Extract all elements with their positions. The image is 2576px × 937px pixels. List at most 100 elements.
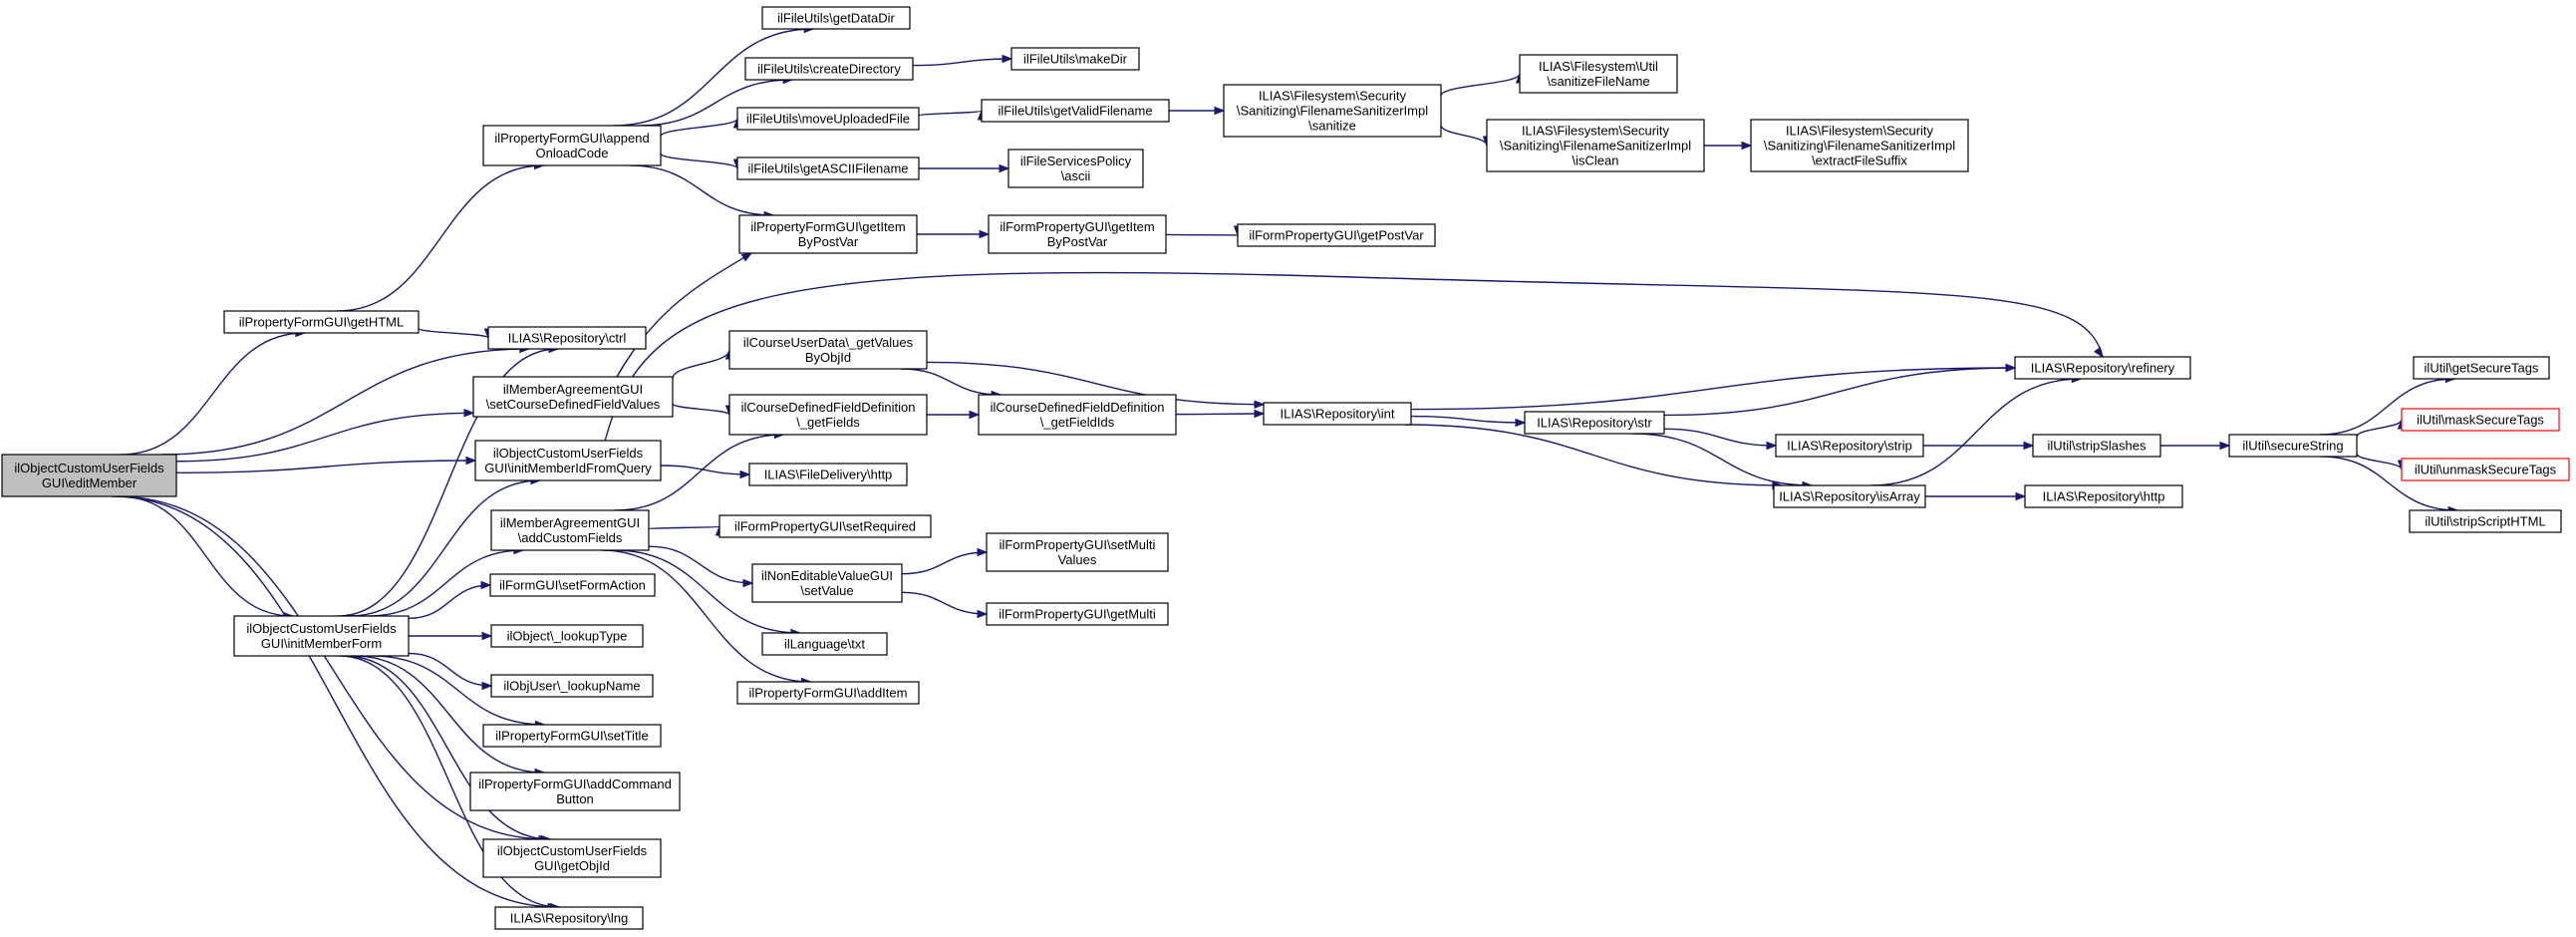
- node-fsp-ascii[interactable]: ilFileServicesPolicy\ascii: [1007, 149, 1144, 188]
- node-lang-txt[interactable]: ilLanguage\txt: [761, 632, 888, 656]
- node-ocuf-initform[interactable]: ilObjectCustomUserFieldsGUI\initMemberFo…: [233, 615, 410, 657]
- node-fpg-setrequired[interactable]: ilFormPropertyGUI\setRequired: [718, 514, 932, 538]
- edge-mag-addcustom-to-nev-setvalue-arrowhead: [742, 578, 754, 588]
- node-fd-http[interactable]: ILIAS\FileDelivery\http: [748, 463, 908, 486]
- node-mag-setcourse[interactable]: ilMemberAgreementGUI\setCourseDefinedFie…: [472, 376, 674, 418]
- node-pfg-additem[interactable]: ilPropertyFormGUI\addItem: [736, 681, 920, 705]
- node-fu-moveupl[interactable]: ilFileUtils\moveUploadedFile: [736, 107, 920, 131]
- node-util-getsecure[interactable]: ilUtil\getSecureTags: [2413, 356, 2550, 380]
- node-label-line: ilCourseDefinedFieldDefinition: [741, 400, 916, 415]
- node-label-line: ilCourseDefinedFieldDefinition: [991, 400, 1165, 415]
- node-box: [744, 57, 914, 81]
- node-fu-validfn[interactable]: ilFileUtils\getValidFilename: [981, 99, 1170, 123]
- edge-nev-setvalue-to-fpg-getmulti-arrowhead: [977, 609, 989, 619]
- edge-pfg-append-to-fu-datadir: [613, 28, 814, 127]
- node-box: [482, 125, 662, 166]
- edge-repo-int-to-repo-str: [1410, 415, 1526, 424]
- node-box: [494, 906, 644, 930]
- node-fu-makedir[interactable]: ilFileUtils\makeDir: [1010, 47, 1140, 71]
- node-mag-addcustom[interactable]: ilMemberAgreementGUI\addCustomFields: [490, 509, 650, 551]
- node-box: [469, 772, 681, 811]
- node-fu-datadir[interactable]: ilFileUtils\getDataDir: [761, 6, 911, 30]
- node-box: [1775, 434, 1924, 458]
- node-label-line: ilFileServicesPolicy: [1020, 154, 1132, 168]
- node-util-securestring[interactable]: ilUtil\secureString: [2228, 434, 2358, 458]
- node-repo-isarray[interactable]: ILIAS\Repository\isArray: [1773, 484, 1926, 508]
- node-fpg-getpostvar[interactable]: ilFormPropertyGUI\getPostVar: [1237, 223, 1436, 247]
- node-fs-extract[interactable]: ILIAS\Filesystem\Security\Sanitizing\Fil…: [1750, 119, 1969, 172]
- node-repo-str[interactable]: ILIAS\Repository\str: [1524, 411, 1665, 435]
- node-label-line: ilUtil\maskSecureTags: [2417, 413, 2544, 428]
- node-cdfd-getfields[interactable]: ilCourseDefinedFieldDefinition\_getField…: [728, 394, 928, 436]
- node-fs-sanitize[interactable]: ILIAS\Filesystem\Security\Sanitizing\Fil…: [1223, 84, 1442, 138]
- node-label-line: Values: [1058, 552, 1097, 567]
- edge-repo-isarray-to-repo-http-arrowhead: [2015, 491, 2027, 501]
- node-cdfd-getfieldids[interactable]: ilCourseDefinedFieldDefinition\_getField…: [978, 394, 1177, 436]
- node-label-line: ILIAS\Filesystem\Util: [1539, 59, 1658, 74]
- node-box: [1010, 47, 1140, 71]
- node-label-line: ilObject\_lookupType: [507, 629, 628, 644]
- node-pfg-settitle[interactable]: ilPropertyFormGUI\setTitle: [482, 724, 662, 748]
- node-label-line: GUI\editMember: [42, 475, 138, 490]
- node-label-line: ilObjectCustomUserFields: [493, 446, 644, 461]
- node-label-line: ILIAS\Repository\http: [2043, 489, 2165, 504]
- node-label-line: ilUtil\unmaskSecureTags: [2415, 463, 2557, 477]
- node-label-line: ilFileUtils\moveUploadedFile: [746, 112, 910, 127]
- node-obj-lookuptype[interactable]: ilObject\_lookupType: [490, 624, 644, 648]
- node-ocuf-initmemberid[interactable]: ilObjectCustomUserFieldsGUI\initMemberId…: [474, 440, 662, 481]
- edge-ocuf-initform-to-ocuf-initmemberid: [349, 479, 540, 617]
- node-label-line: ilUtil\stripSlashes: [2048, 439, 2147, 454]
- node-util-stripslashes[interactable]: ilUtil\stripSlashes: [2032, 434, 2161, 458]
- edge-fs-isclean-to-fs-extract-arrowhead: [1741, 141, 1753, 151]
- edge-repo-int-to-repo-str-arrowhead: [1515, 418, 1527, 428]
- node-repo-ctrl[interactable]: ILIAS\Repository\ctrl: [487, 326, 647, 350]
- edge-mag-addcustom-to-fpg-setrequired: [648, 525, 720, 530]
- node-fs-util-sanitize[interactable]: ILIAS\Filesystem\Util\sanitizeFileName: [1519, 54, 1678, 94]
- node-repo-int[interactable]: ILIAS\Repository\int: [1263, 402, 1412, 426]
- node-fs-isclean[interactable]: ILIAS\Filesystem\Security\Sanitizing\Fil…: [1486, 119, 1705, 172]
- node-label-line: ilMemberAgreementGUI: [500, 515, 640, 530]
- edge-repo-isarray-to-repo-refinery: [1870, 378, 2082, 486]
- edge-pfg-getitem-to-fpg-getitem-arrowhead: [979, 229, 991, 239]
- edge-ocuf-initmemberid-to-fd-http-arrowhead: [739, 469, 751, 479]
- call-nodes: ilObjectCustomUserFieldsGUI\editMemberil…: [1, 6, 2570, 930]
- node-pfg-gethtml[interactable]: ilPropertyFormGUI\getHTML: [223, 310, 420, 334]
- node-repo-http[interactable]: ILIAS\Repository\http: [2024, 484, 2183, 508]
- edge-root-to-repo-lng: [112, 495, 558, 908]
- node-objuser-lookupname[interactable]: ilObjUser\_lookupName: [490, 674, 654, 698]
- edge-util-securestring-to-util-getsecure: [2319, 378, 2455, 436]
- node-label-line: ilPropertyFormGUI\addCommand: [478, 777, 672, 791]
- node-box: [1486, 119, 1705, 172]
- node-label-line: ilUtil\stripScriptHTML: [2425, 514, 2545, 529]
- node-repo-refinery[interactable]: ILIAS\Repository\refinery: [2014, 356, 2191, 380]
- node-repo-strip[interactable]: ILIAS\Repository\strip: [1775, 434, 1924, 458]
- node-label-line: \Sanitizing\FilenameSanitizerImpl: [1764, 139, 1955, 154]
- node-label-line: GUI\initMemberForm: [261, 636, 382, 651]
- node-util-unmask[interactable]: ilUtil\unmaskSecureTags: [2401, 458, 2570, 481]
- node-nev-setvalue[interactable]: ilNonEditableValueGUI\setValue: [751, 563, 903, 603]
- node-util-mask[interactable]: ilUtil\maskSecureTags: [2401, 408, 2560, 432]
- node-box: [728, 330, 928, 370]
- edge-mag-addcustom-to-cdfd-getfields: [614, 434, 784, 511]
- node-label-line: ilUtil\secureString: [2242, 439, 2343, 454]
- node-repo-lng[interactable]: ILIAS\Repository\lng: [494, 906, 644, 930]
- node-box: [1, 454, 177, 497]
- node-label-line: \Sanitizing\FilenameSanitizerImpl: [1237, 104, 1428, 119]
- node-fu-ascii[interactable]: ilFileUtils\getASCIIFilename: [736, 156, 920, 180]
- node-label-line: ByPostVar: [1047, 234, 1108, 249]
- node-label-line: ILIAS\Filesystem\Security: [1786, 124, 1934, 139]
- node-fg-setaction[interactable]: ilFormGUI\setFormAction: [489, 573, 656, 597]
- node-util-stripscript[interactable]: ilUtil\stripScriptHTML: [2409, 509, 2562, 533]
- node-label-line: ilMemberAgreementGUI: [503, 382, 643, 397]
- node-fpg-getmulti[interactable]: ilFormPropertyGUI\getMulti: [986, 602, 1169, 626]
- edge-fs-sanitize-to-fs-isclean: [1440, 125, 1488, 147]
- node-fu-createdir[interactable]: ilFileUtils\createDirectory: [744, 57, 914, 81]
